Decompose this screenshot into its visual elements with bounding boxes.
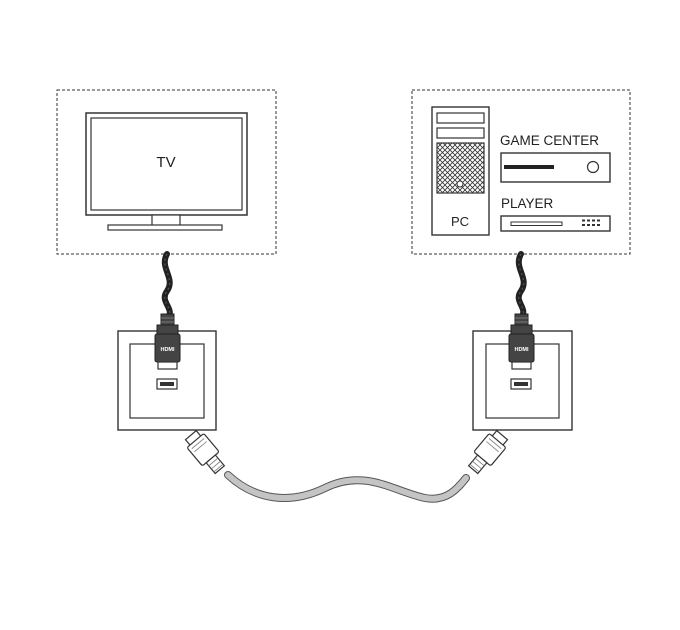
light-hdmi-cable [224, 471, 470, 503]
pc-power-button [456, 180, 464, 188]
source-plug-hdmi-text: HDMI [514, 347, 529, 353]
tv-wall-plate [117, 330, 217, 431]
pc-label: PC [451, 214, 469, 229]
game-center-label: GAME CENTER [500, 133, 599, 148]
pc-tower-icon [431, 106, 490, 236]
player-label: PLAYER [501, 196, 554, 211]
tv-box: TV [56, 89, 277, 255]
right-light-hdmi-plug [467, 429, 509, 475]
tv-plug-hdmi-text: HDMI [160, 347, 175, 353]
tv-dark-cable [161, 251, 173, 321]
source-box: PC GAME CENTER PLAYER [411, 89, 631, 255]
tv-label: TV [156, 154, 175, 171]
source-hdmi-plug: HDMI [508, 313, 535, 370]
source-hdmi-port [510, 378, 532, 390]
game-console-icon [500, 152, 611, 183]
tv-hdmi-port [156, 378, 178, 390]
source-dark-cable [515, 251, 527, 321]
left-light-hdmi-plug [184, 429, 226, 475]
media-player-icon [500, 215, 611, 232]
tv-hdmi-plug: HDMI [154, 313, 181, 370]
tv-icon [85, 112, 248, 231]
